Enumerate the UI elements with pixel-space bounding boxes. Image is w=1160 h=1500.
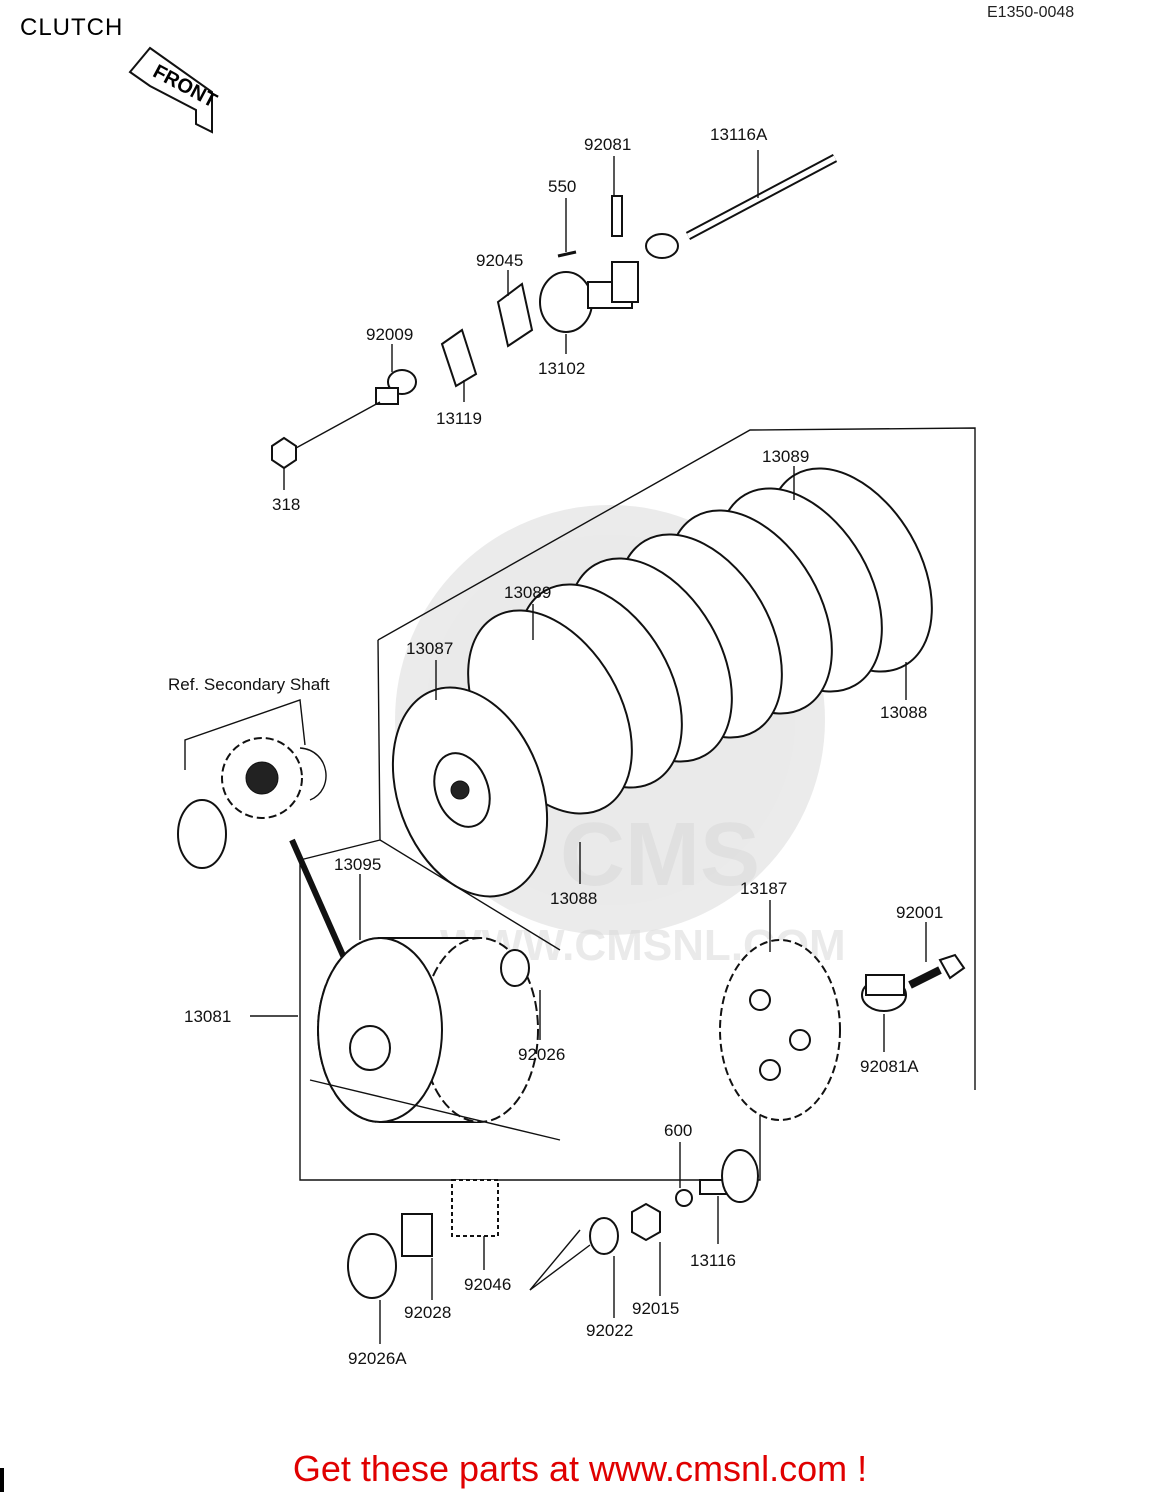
left-edge-mark: [0, 1468, 4, 1492]
part-label: 13119: [436, 409, 482, 428]
part-label: 13088: [550, 889, 597, 908]
part-label: 92081A: [860, 1057, 919, 1076]
part-label: 13087: [406, 639, 453, 658]
watermark-logo: CMS: [560, 805, 760, 905]
part-label: 318: [272, 495, 300, 514]
reference-label: Ref. Secondary Shaft: [168, 675, 330, 694]
washer-92022: [589, 1217, 619, 1255]
washer-left: [177, 799, 227, 869]
part-label: 92028: [404, 1303, 451, 1322]
part-label: 13102: [538, 359, 585, 378]
pressure-plate-13187: [719, 939, 841, 1121]
part-label: 13089: [762, 447, 809, 466]
plate-92045: [496, 282, 534, 348]
sleeve-92028: [401, 1213, 433, 1257]
part-label: 13089: [504, 583, 551, 602]
release-lever-13102: [539, 261, 639, 333]
footer-link[interactable]: Get these parts at www.cmsnl.com !: [292, 1448, 868, 1489]
pushrod-13116: [699, 1149, 759, 1203]
exploded-parts-diagram: CMS WWW.CMSNL.COM FRONT: [128, 46, 976, 1368]
part-label: 13081: [184, 1007, 231, 1026]
part-label: 92045: [476, 251, 523, 270]
part-label: 92015: [632, 1299, 679, 1318]
washer-part: [645, 233, 679, 259]
bolt-92001: [908, 953, 966, 989]
part-label: 13088: [880, 703, 927, 722]
part-label: 92026: [518, 1045, 565, 1064]
nut-92015: [631, 1202, 661, 1242]
spring-pin-92081: [611, 195, 623, 237]
washer-92026: [500, 949, 530, 987]
front-arrow-icon: FRONT: [128, 46, 220, 134]
diagram-code: E1350-0048: [987, 4, 1075, 21]
page-title: CLUTCH: [20, 14, 124, 41]
oring-600: [675, 1189, 693, 1207]
part-label: 92001: [896, 903, 943, 922]
part-label: 92046: [464, 1275, 511, 1294]
cotter-pin-550: [557, 250, 577, 258]
release-shaft-13116A: [685, 154, 838, 240]
needle-bearing-92046: [451, 1179, 499, 1237]
part-label: 13095: [334, 855, 381, 874]
part-label: 13116: [690, 1251, 736, 1270]
nut-318: [271, 436, 297, 470]
part-label: 600: [664, 1121, 692, 1140]
part-label: 92022: [586, 1321, 633, 1340]
part-label: 92081: [584, 135, 631, 154]
part-number-labels: 13116A 92081 550 92045 13102 92009 13119…: [184, 125, 943, 1368]
bolt-92009: [375, 369, 417, 405]
clutch-hub-13087: [391, 686, 549, 898]
clutch-plate-stack: [467, 467, 933, 815]
chain-link-line: [289, 838, 348, 962]
part-label: 92009: [366, 325, 413, 344]
leader-lines: [250, 150, 927, 1344]
washer-92026A: [347, 1233, 397, 1299]
secondary-shaft-gear: [221, 737, 303, 819]
plate-13119: [440, 328, 478, 388]
part-label: 13187: [740, 879, 787, 898]
part-label: 13116A: [710, 125, 768, 144]
part-label: 92026A: [348, 1349, 407, 1368]
part-label: 550: [548, 177, 576, 196]
spring-92081A: [861, 974, 907, 1012]
circlip-part: [299, 747, 327, 801]
